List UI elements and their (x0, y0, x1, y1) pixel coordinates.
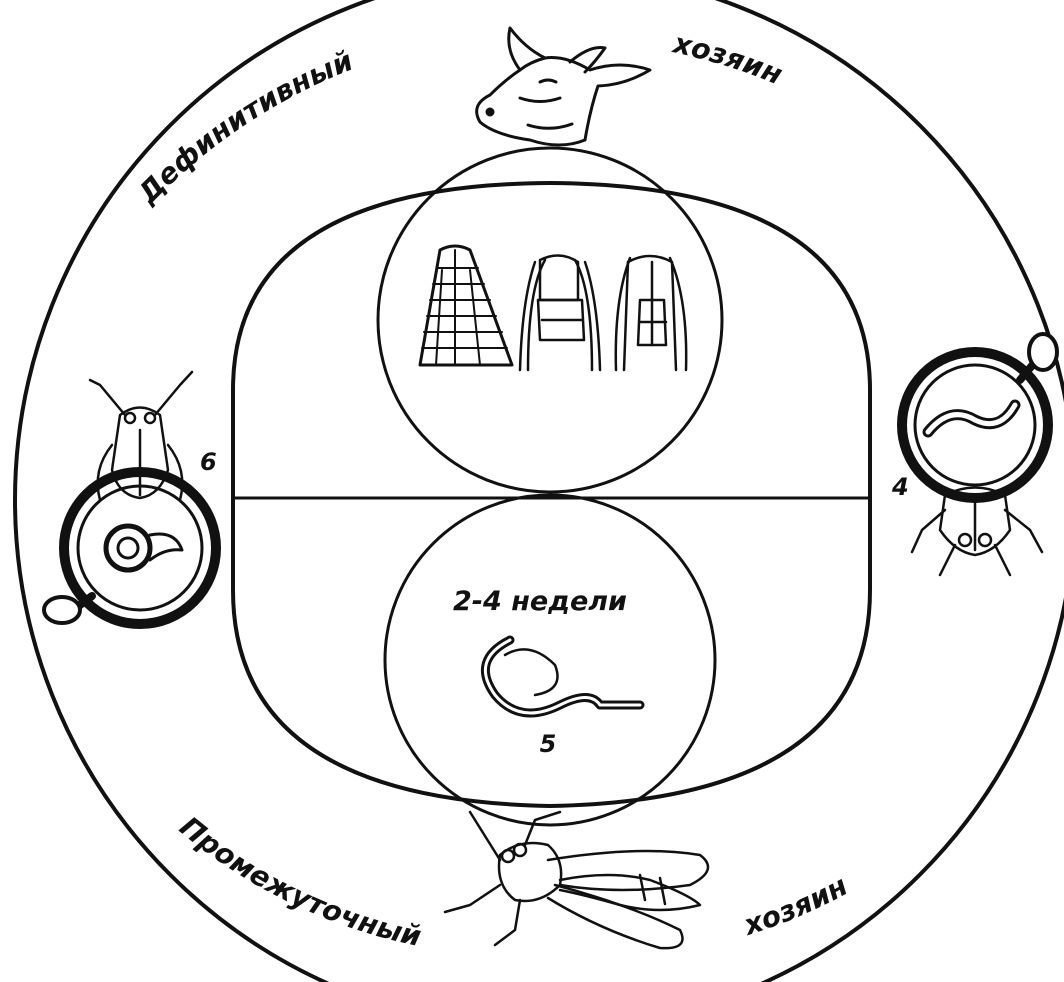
definitive-label: Дефинитивный (131, 44, 358, 211)
nematode-head-icon (520, 255, 600, 370)
cow-head-icon (477, 28, 650, 145)
host-label-bottom: хозяин (738, 869, 853, 942)
larva-icon (485, 640, 640, 713)
host-label-top: хозяин (669, 26, 788, 91)
duration-label: 2-4 недели (453, 586, 627, 617)
magnifier-icon (902, 334, 1057, 498)
intermediate-label: Промежуточный (174, 810, 425, 953)
stage-number-6: 6 (200, 448, 217, 476)
nematode-head-icon (616, 256, 686, 370)
nematode-head-icon (420, 246, 512, 365)
stage-number-5: 5 (540, 730, 557, 758)
fly-icon (445, 812, 708, 948)
stage-number-4: 4 (891, 473, 909, 501)
